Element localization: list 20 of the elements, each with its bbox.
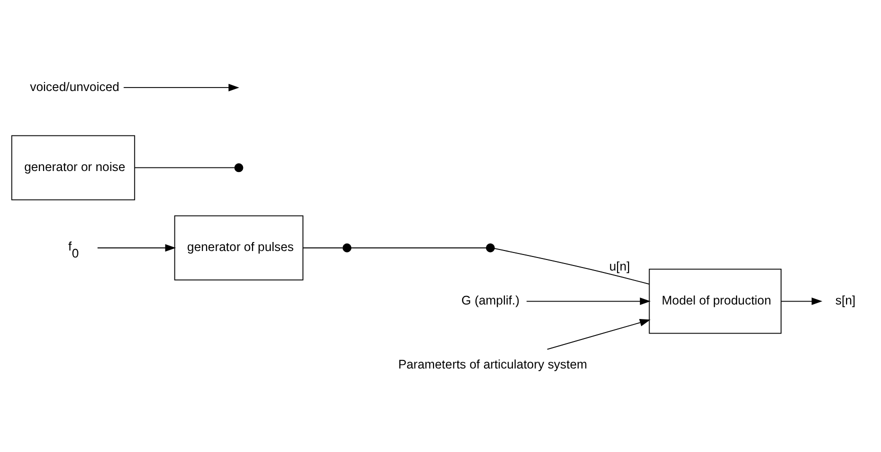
arrow [97, 244, 176, 252]
node-circle [234, 162, 244, 172]
node-box: generator of pulses [174, 214, 304, 280]
arrow [780, 297, 822, 305]
node-text: Parameterts of articulatory system [398, 357, 588, 372]
node-circle [342, 242, 352, 252]
connector [494, 248, 650, 284]
node-box: generator or noise [11, 134, 136, 200]
node-box: Model of production [648, 268, 782, 334]
arrow [123, 83, 240, 91]
connector [302, 246, 344, 248]
connector [134, 166, 236, 168]
arrow [526, 297, 651, 305]
node-text: s[n] [835, 293, 856, 308]
node-circle [486, 242, 495, 252]
node-text: G (amplif.) [461, 293, 520, 308]
edge-label: u[n] [609, 258, 630, 273]
node-text: voiced/unvoiced [30, 79, 120, 94]
arrow [546, 318, 650, 350]
connector [350, 246, 487, 248]
